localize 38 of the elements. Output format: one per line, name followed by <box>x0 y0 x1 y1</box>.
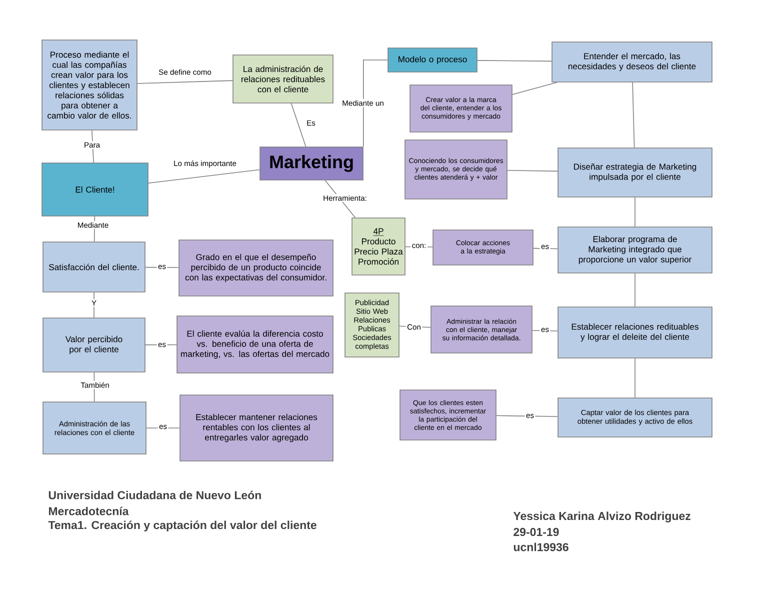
concept-box: Establecer relaciones redituables y lograr el deleite del cliente <box>558 306 712 358</box>
connector-line <box>507 170 558 172</box>
concept-box: 4P Producto Precio Plaza Promoción <box>352 218 406 276</box>
connector-line <box>290 103 306 147</box>
concept-box: Entender el mercado, las necesidades y deseos del cliente <box>552 42 712 82</box>
connector-line <box>92 130 94 163</box>
footer-text: Mercadotecnía <box>48 506 129 516</box>
connector-line <box>399 326 431 328</box>
concept-box: El cliente evalúa la diferencia costo vs. beneficio de una oferta de marketing, vs. las ofertas del mercado <box>176 316 334 374</box>
footer-text: ucnl19936 <box>514 542 568 552</box>
concept-box: Valor percibido por el cliente <box>42 318 146 372</box>
concept-box: El Cliente! <box>42 162 148 216</box>
concept-box: Modelo o proceso <box>388 48 478 72</box>
connector-line <box>634 273 636 307</box>
footer-text: 29-01-19 <box>514 528 559 536</box>
connector-line <box>512 82 558 95</box>
concept-box: Elaborar programa de Marketing integrado que proporcione un valor superior <box>558 226 712 274</box>
connector-line <box>634 358 636 398</box>
footer-text: Yessica Karina Alvizo Rodriguez <box>513 512 690 522</box>
footer-text: Tema1. Creación y captación del valor del cliente <box>48 520 316 532</box>
connector-line <box>632 82 635 148</box>
connector-line <box>145 266 179 268</box>
footer-text: Universidad Ciudadana de Nuevo León <box>48 490 261 500</box>
concept-box: Proceso mediante el cual las compañías crean valor para los clientes y establecen relaciones sólidas para obtener a cambio valor de ellos. <box>42 40 138 130</box>
concept-box: Satisfacción del cliente. <box>42 242 146 292</box>
connector-line <box>496 415 558 417</box>
concept-box: Grado en el que el desempeño percibido de un producto coincide con las expectativas del consumidor. <box>178 240 334 296</box>
connector-line <box>477 60 552 62</box>
connector-line <box>532 330 558 332</box>
connector-line <box>634 197 636 227</box>
connector-line <box>363 60 388 147</box>
connector-line <box>137 80 234 84</box>
concept-box: La administración de relaciones redituables con el cliente <box>232 54 334 104</box>
concept-box: Establecer mantener relaciones rentables con los clientes al entregarles valor agregado <box>180 394 334 462</box>
title-box: Marketing <box>260 146 364 180</box>
connector-line <box>405 246 433 248</box>
concept-box: Diseñar estrategia de Marketing impulsada por el cliente <box>558 148 712 198</box>
connector-line <box>148 169 260 184</box>
